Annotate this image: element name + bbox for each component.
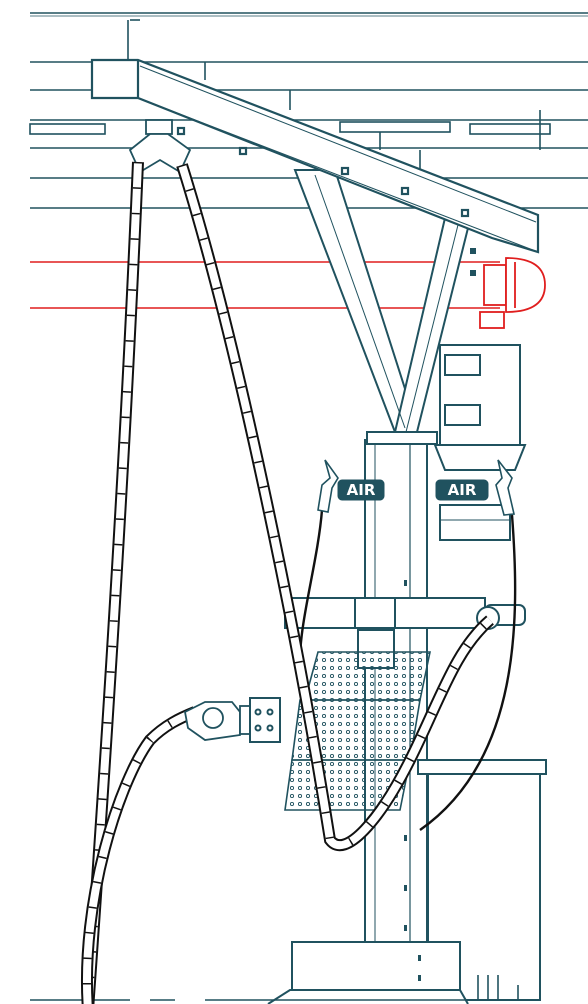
air-nozzle-icon xyxy=(317,459,515,516)
charging-plug-icon xyxy=(183,701,253,741)
plug-holster xyxy=(249,697,281,743)
ground-line xyxy=(30,975,530,1001)
air-sign-right-label: AIR xyxy=(448,481,477,499)
column-base xyxy=(267,941,469,1004)
equipment-cabinet xyxy=(433,344,527,541)
air-sign-right: AIR xyxy=(435,479,489,501)
red-valve xyxy=(479,257,546,329)
column-bolts xyxy=(404,248,476,981)
boom-beam xyxy=(90,58,540,254)
red-pipes xyxy=(30,261,500,309)
air-sign-left: AIR xyxy=(337,479,385,501)
side-housing xyxy=(417,759,547,1001)
air-sign-left-label: AIR xyxy=(347,481,376,499)
perforated-plates xyxy=(284,651,431,811)
charging-hoses xyxy=(81,161,495,1004)
